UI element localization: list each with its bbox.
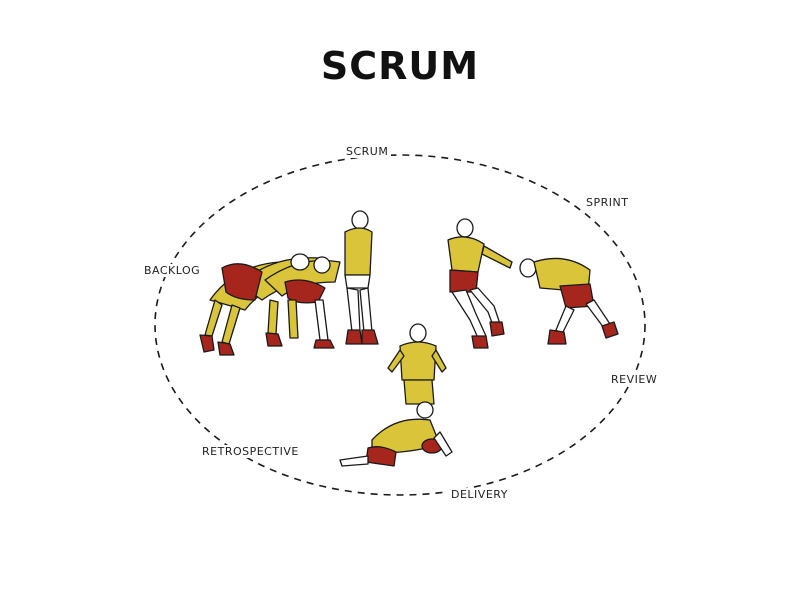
cycle-label-retrospective: RETROSPECTIVE bbox=[199, 445, 302, 458]
cycle-label-review: REVIEW bbox=[608, 373, 661, 386]
cycle-label-scrum: SCRUM bbox=[343, 145, 392, 158]
diagram-title: SCRUM bbox=[320, 44, 480, 88]
cycle-label-backlog: BACKLOG bbox=[141, 264, 204, 277]
cycle-dashed-path bbox=[154, 154, 646, 496]
scrum-pack-illustration bbox=[199, 210, 379, 356]
cycle-label-sprint: SPRINT bbox=[583, 196, 632, 209]
cycle-label-delivery: DELIVERY bbox=[448, 488, 511, 501]
tackle-illustration bbox=[447, 218, 619, 349]
try-illustration bbox=[339, 323, 453, 467]
